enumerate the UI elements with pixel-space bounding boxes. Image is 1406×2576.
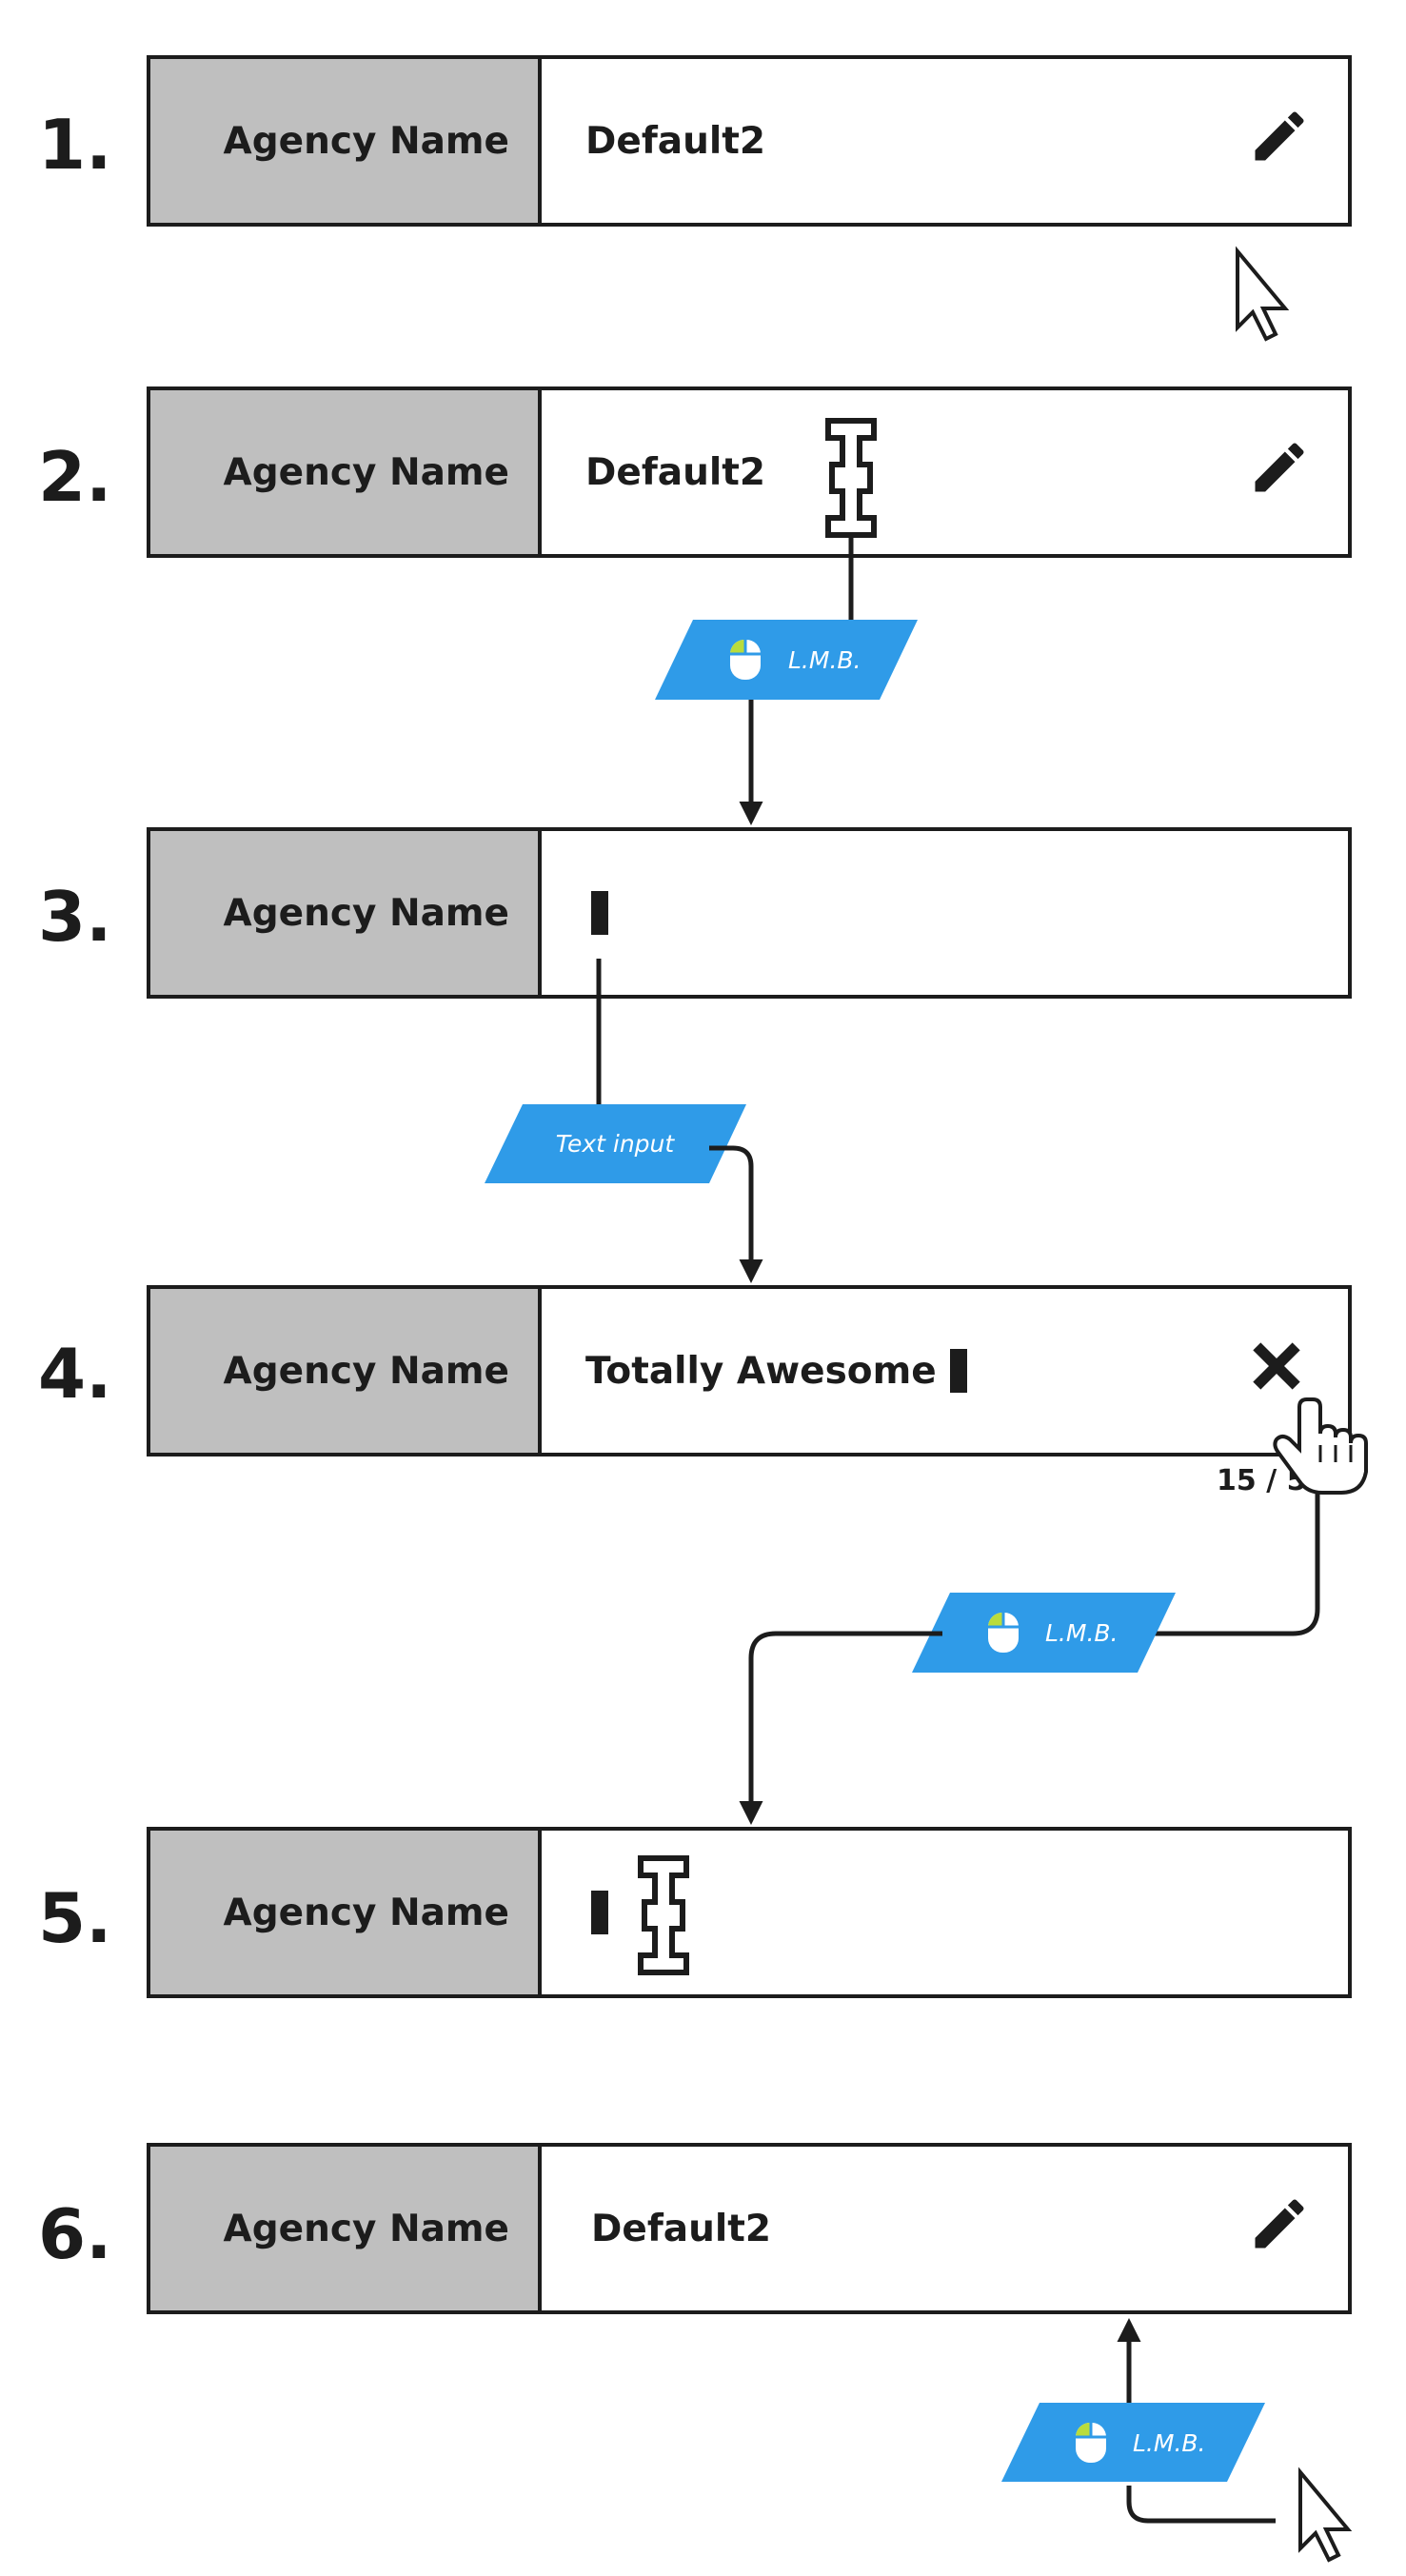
pencil-icon[interactable] (1247, 435, 1312, 509)
step-number-4: 4. (38, 1334, 112, 1414)
lmb-label: L.M.B. (1045, 1619, 1119, 1647)
step-number-1: 1. (38, 105, 112, 185)
ibeam-cursor-icon (828, 421, 874, 535)
field-value-display[interactable]: Default2 (542, 390, 1348, 554)
lmb-badge-1: L.M.B. (655, 620, 918, 700)
agency-name-field-6: Agency Name Default2 (147, 2143, 1352, 2314)
field-label: Agency Name (150, 831, 542, 995)
arrow-cursor-icon (1236, 249, 1287, 341)
field-value-text: Totally Awesome (585, 1349, 937, 1393)
text-input-label: Text input (556, 1130, 676, 1158)
hand-pointer-icon (1273, 1397, 1368, 1495)
agency-name-field-4: Agency Name Totally Awesome (147, 1285, 1352, 1456)
field-value-display[interactable]: Default2 (542, 2147, 1348, 2310)
field-value-text: Default2 (585, 450, 766, 494)
agency-name-field-1: Agency Name Default2 (147, 55, 1352, 227)
mouse-icon (986, 1611, 1020, 1655)
close-icon[interactable] (1247, 1337, 1306, 1405)
mouse-icon (728, 638, 762, 682)
mouse-icon (1074, 2421, 1108, 2465)
lmb-badge-3: L.M.B. (1001, 2403, 1265, 2482)
pencil-icon[interactable] (1247, 2191, 1312, 2266)
text-caret (591, 891, 608, 935)
text-caret (591, 1891, 608, 1934)
step-number-6: 6. (38, 2194, 112, 2274)
agency-name-field-2: Agency Name Default2 (147, 386, 1352, 558)
text-input-badge: Text input (485, 1104, 746, 1183)
step-number-2: 2. (38, 437, 112, 517)
field-value-input[interactable] (542, 831, 1348, 995)
field-label: Agency Name (150, 1831, 542, 1994)
lmb-badge-2: L.M.B. (912, 1593, 1176, 1673)
field-label: Agency Name (150, 1289, 542, 1453)
field-value-display[interactable]: Default2 (542, 59, 1348, 223)
field-label: Agency Name (150, 2147, 542, 2310)
lmb-label: L.M.B. (788, 646, 861, 674)
step-number-3: 3. (38, 877, 112, 957)
agency-name-field-3: Agency Name (147, 827, 1352, 999)
arrow-cursor-icon (1298, 2470, 1350, 2562)
text-caret (949, 1349, 967, 1393)
field-label: Agency Name (150, 390, 542, 554)
field-label: Agency Name (150, 59, 542, 223)
field-value-text: Default2 (591, 2207, 772, 2250)
ibeam-cursor-icon (641, 1858, 686, 1972)
field-value-input[interactable]: Totally Awesome (542, 1289, 1348, 1453)
lmb-label: L.M.B. (1133, 2429, 1206, 2457)
agency-name-field-5: Agency Name (147, 1827, 1352, 1998)
field-value-text: Default2 (585, 119, 766, 163)
pencil-icon[interactable] (1247, 104, 1312, 178)
field-value-input[interactable] (542, 1831, 1348, 1994)
step-number-5: 5. (38, 1878, 112, 1958)
